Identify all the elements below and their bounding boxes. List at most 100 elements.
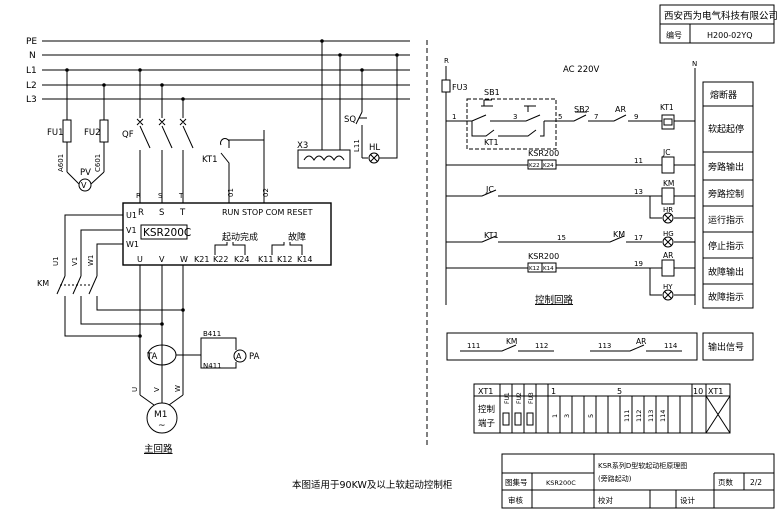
coil-km-label: KM [663, 179, 674, 188]
motor-icon [146, 402, 178, 434]
table-bottom-111: 111 [623, 410, 631, 422]
number-label: 编号 [666, 30, 682, 40]
bus-label-l2: L2 [26, 81, 37, 91]
drawing-no-value: KSR200C [546, 479, 576, 487]
table-bottom-113: 113 [647, 410, 655, 422]
wire-17: 17 [634, 234, 643, 242]
ss-term-k12: K12 [277, 255, 292, 264]
ctrl-fu3-label: FU3 [452, 83, 468, 92]
function-label-8: 故障指示 [708, 291, 744, 303]
signal-output: 111 KM 112 113 AR 114 输出信号 [446, 332, 754, 361]
motor-symbol: ~ [158, 421, 166, 431]
terminal-table: XT1 控制 端子 FU1 FU2 FU3 1 5 10 XT1 1 3 5 1… [473, 383, 731, 434]
ss-term-v: V [159, 255, 165, 264]
wire-3: 3 [513, 113, 517, 121]
bypass-wire-v1: V1 [71, 257, 79, 266]
bypass-wire-w1: W1 [87, 255, 95, 266]
ss-term-w1: W1 [126, 240, 139, 249]
ss-term-t: T [179, 208, 186, 218]
wire-13: 13 [634, 188, 643, 196]
title-block-bottom: 图集号 KSR200C KSR系列D型软起动柜原理图 (旁路起动) 页数 2/2… [501, 453, 775, 509]
wire-7: 7 [594, 113, 598, 121]
drawing-no-label: 图集号 [505, 477, 528, 487]
fuse-fu2-label: FU2 [84, 128, 101, 138]
sig-wire-113: 113 [598, 342, 611, 350]
table-fu1: FU1 [504, 392, 511, 404]
table-name: XT1 [478, 387, 493, 396]
wire-15: 15 [557, 234, 566, 242]
drawing-title-2: (旁路起动) [598, 474, 632, 483]
table-bottom-5: 5 [587, 414, 595, 418]
voltmeter-label: PV [80, 168, 91, 178]
main-circuit-title: 主回路 [144, 443, 173, 455]
ctrl-ksr-label-1: KSR200 [528, 149, 559, 158]
review-label: 审核 [508, 495, 523, 505]
wire-11: 11 [634, 157, 643, 165]
fuse-fu1-label: FU1 [47, 128, 64, 138]
sig-contact-km: KM [506, 337, 517, 346]
lamp-hr-label: HR [663, 206, 673, 214]
ammeter-symbol: A [236, 352, 242, 361]
table-row-label-1: 控制 [478, 404, 495, 415]
footnote: 本图适用于90KW及以上软起动控制柜 [292, 479, 453, 491]
company-name: 西安西为电气科技有限公司 [664, 10, 778, 22]
function-label-1: 熔断器 [710, 89, 737, 101]
sig-contact-ar: AR [636, 337, 646, 346]
table-fu3: FU3 [528, 392, 535, 404]
signal-output-label: 输出信号 [708, 341, 744, 353]
ss-term-u1: U1 [126, 211, 137, 220]
bus-label-l3: L3 [26, 95, 37, 105]
number-value: H200-02YQ [707, 31, 753, 40]
term-t-top: T [178, 192, 184, 200]
wire-9: 9 [634, 113, 638, 121]
ss-term-u: U [137, 255, 143, 264]
motor-wire-w: W [174, 385, 182, 392]
ct-label: TA [146, 352, 158, 362]
ss-model: KSR200C [143, 227, 191, 239]
function-label-5: 运行指示 [708, 214, 744, 226]
ctrl-sb1-label: SB1 [484, 88, 500, 97]
bypass-km-label: KM [37, 279, 49, 288]
ksr-term-k24: K24 [543, 163, 554, 169]
ksr-term-k14: K14 [543, 266, 554, 272]
motor-wire-u: U [131, 387, 139, 392]
terminal-block-label: X3 [297, 141, 308, 151]
term-s-top: S [158, 192, 163, 200]
control-circuit-title: 控制回路 [535, 294, 574, 306]
control-circuit: R N AC 220V FU3 SB1 KT1 1 3 5 SB2 7 AR 9… [441, 57, 697, 306]
function-label-6: 停止指示 [708, 240, 744, 252]
ct-wire-b411: B411 [203, 330, 221, 338]
table-top-1: 1 [551, 387, 556, 396]
wire-19: 19 [634, 260, 643, 268]
wire-l11-label: L11 [353, 139, 361, 152]
ammeter-icon [233, 349, 247, 363]
ss-term-r: R [138, 208, 144, 218]
table-fu2: FU2 [516, 392, 523, 404]
sig-wire-112: 112 [535, 342, 548, 350]
bypass-contactor: U1 V1 W1 KM [37, 214, 185, 338]
ctrl-kt1-contact-2-label: KT1 [484, 231, 499, 240]
motor-label: M1 [154, 410, 168, 420]
table-end-label: XT1 [708, 387, 723, 396]
motor-circuit: TA B411 N411 A PA U V W M1 ~ 主回路 [131, 265, 260, 455]
ctrl-jc-contact-label: JC [485, 185, 494, 194]
timer-contact-label: KT1 [202, 155, 218, 165]
drawing-title-1: KSR系列D型软起动柜原理图 [598, 461, 687, 470]
ss-term-k21: K21 [194, 255, 209, 264]
function-label-2: 软起起停 [708, 123, 744, 135]
wire-c601-label: C601 [94, 154, 102, 172]
ctrl-r-label: R [444, 57, 449, 65]
coil-ar-label: AR [663, 251, 673, 260]
ss-term-w: W [180, 255, 188, 264]
ss-term-k11: K11 [258, 255, 273, 264]
table-row-label-2: 端子 [478, 418, 496, 429]
ss-term-k22: K22 [213, 255, 228, 264]
ctrl-kt1-contact-label: KT1 [484, 138, 499, 147]
bus-label-n: N [29, 51, 36, 61]
bus-label-pe: PE [26, 37, 37, 47]
table-bottom-1: 1 [551, 414, 559, 418]
function-label-column: 熔断器 软起起停 旁路输出 旁路控制 运行指示 停止指示 故障输出 故障指示 [702, 81, 754, 309]
breaker-label: QF [122, 130, 134, 140]
proofread-label: 校对 [598, 495, 613, 505]
ctrl-supply-label: AC 220V [563, 65, 600, 75]
